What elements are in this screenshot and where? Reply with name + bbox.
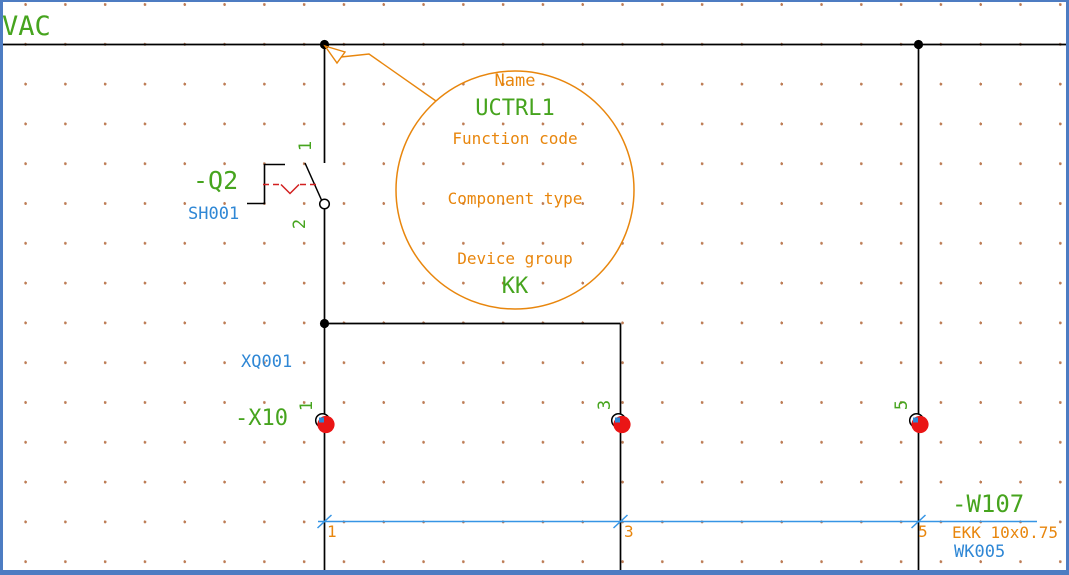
callout-function-code-label: Function code [452,129,578,148]
callout-name-label: Name [494,71,536,91]
power-rail-label: VAC [2,11,51,42]
junction-dot [913,39,924,50]
switch-function-label[interactable]: SH001 [188,204,240,224]
switch-pin-bottom-label: 2 [290,218,310,230]
leader-line [340,53,437,102]
switch-name-label[interactable]: -Q2 [193,166,239,195]
leader-arrowhead [323,44,347,65]
callout-component-type-label: Component type [447,189,583,208]
terminal-number-label-5: 5 [892,399,912,411]
junction-dot [319,39,330,50]
callout-device-group-value[interactable]: KK [501,274,529,299]
terminal-point-5[interactable] [908,412,929,434]
cable-conductor-number-3: 3 [624,522,634,541]
terminal-number-label-1: 1 [297,400,317,412]
terminal-point-3[interactable] [610,412,631,434]
terminal-strip-function-label[interactable]: XQ001 [241,352,293,372]
cable-function-label: WK005 [954,542,1006,562]
cable-conductor-number-1: 1 [327,522,337,541]
cable-type-label: EKK 10x0.75 [952,523,1058,542]
callout-device-group-label: Device group [457,249,573,268]
wire-branch-3[interactable] [324,322,622,575]
terminal-point-1[interactable] [314,412,335,434]
cable-conductor-number-5: 5 [918,522,928,541]
switch-pin-top-label: 1 [296,140,316,152]
junction-dot [319,318,330,329]
cable-conductor-tick [910,514,927,529]
cable-conductor-tick [612,514,629,529]
terminal-number-label-3: 3 [595,399,615,411]
switch-q2-symbol[interactable] [247,162,331,210]
cable-line-w107[interactable] [316,514,1038,529]
cable-name-label[interactable]: -W107 [952,490,1025,518]
callout-balloon[interactable] [323,44,635,310]
callout-name-value[interactable]: UCTRL1 [475,96,555,121]
terminal-strip-name-label[interactable]: -X10 [235,406,288,431]
cable-conductor-tick [316,514,333,529]
